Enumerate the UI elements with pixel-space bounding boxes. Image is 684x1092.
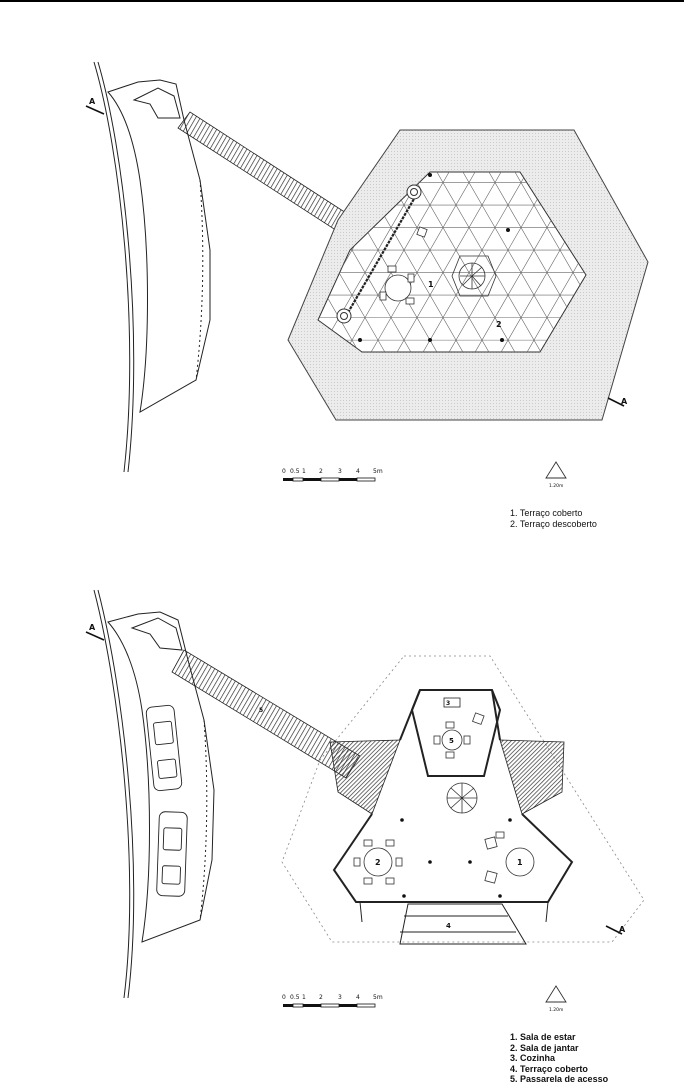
section-label: A <box>89 97 96 106</box>
lower-room-label-4: 4 <box>446 922 451 930</box>
scale-tick: 5m <box>373 994 383 1001</box>
lower-legend: 1. Sala de estar 2. Sala de jantar 3. Co… <box>510 1032 608 1085</box>
lower-site-boundary <box>94 590 214 998</box>
svg-text:3: 3 <box>446 700 450 707</box>
section-label: A <box>89 623 96 632</box>
scale-tick: 3 <box>338 994 342 1001</box>
legend-item: 5. Passarela de acesso <box>510 1074 608 1085</box>
legend-item: 3. Cozinha <box>510 1053 608 1064</box>
lower-north-symbol: 1.20m <box>546 986 566 1013</box>
upper-section-marker-right: A <box>608 397 628 406</box>
scale-tick: 0 <box>282 468 286 475</box>
upper-room-label-2: 2 <box>496 320 502 329</box>
legend-item: 2. Terraço descoberto <box>510 519 597 530</box>
scale-tick: 1 <box>302 994 306 1001</box>
lower-covered-terrace <box>400 904 526 944</box>
lower-access-bridge <box>172 650 360 778</box>
lower-table-5 <box>434 713 484 758</box>
scale-tick: 4 <box>356 994 360 1001</box>
lower-columns <box>400 818 512 898</box>
lower-parked-cars <box>146 705 188 897</box>
legend-item: 1. Terraço coberto <box>510 508 597 519</box>
scale-tick: 0 <box>282 994 286 1001</box>
scale-tick: 5m <box>373 468 383 475</box>
lower-room-label-2: 2 <box>375 858 381 867</box>
north-label: 1.20m <box>549 1007 563 1013</box>
scale-tick: 3 <box>338 468 342 475</box>
lower-section-marker-left: A <box>86 623 104 640</box>
lower-room-label-1: 1 <box>517 858 523 867</box>
upper-plan: A <box>0 62 684 489</box>
legend-item: 1. Sala de estar <box>510 1032 608 1043</box>
scale-tick: 1 <box>302 468 306 475</box>
north-label: 1.20m <box>549 483 563 489</box>
scale-tick: 2 <box>319 468 323 475</box>
legend-item: 2. Sala de jantar <box>510 1043 608 1054</box>
upper-room-label-1: 1 <box>428 280 434 289</box>
lower-scale-bar: 0 0.5 1 2 3 4 5m <box>282 994 383 1007</box>
lower-bridge-label: 5 <box>259 707 263 714</box>
lower-room-label-5: 5 <box>449 737 454 745</box>
lower-section-marker-right: A <box>606 925 626 934</box>
upper-scale-bar: 0 0.5 1 2 3 4 5m <box>282 468 383 481</box>
lower-hatched-wedge-left <box>330 740 400 814</box>
lower-living-table <box>485 832 534 883</box>
lower-hatched-wedge-right <box>500 740 564 814</box>
upper-north-symbol: 1.20m <box>546 462 566 489</box>
section-label: A <box>619 925 626 934</box>
scale-tick: 2 <box>319 994 323 1001</box>
section-label: A <box>621 397 628 406</box>
upper-section-marker-left: A <box>86 97 104 114</box>
scale-tick: 4 <box>356 468 360 475</box>
lower-plan: A 5 3 <box>86 590 644 1013</box>
lower-kitchen-stove: 3 <box>444 698 460 707</box>
lower-spiral-stair <box>447 783 477 813</box>
scale-tick: 0.5 <box>290 468 300 475</box>
upper-legend: 1. Terraço coberto 2. Terraço descoberto <box>510 508 597 529</box>
legend-item: 4. Terraço coberto <box>510 1064 608 1075</box>
scale-tick: 0.5 <box>290 994 300 1001</box>
